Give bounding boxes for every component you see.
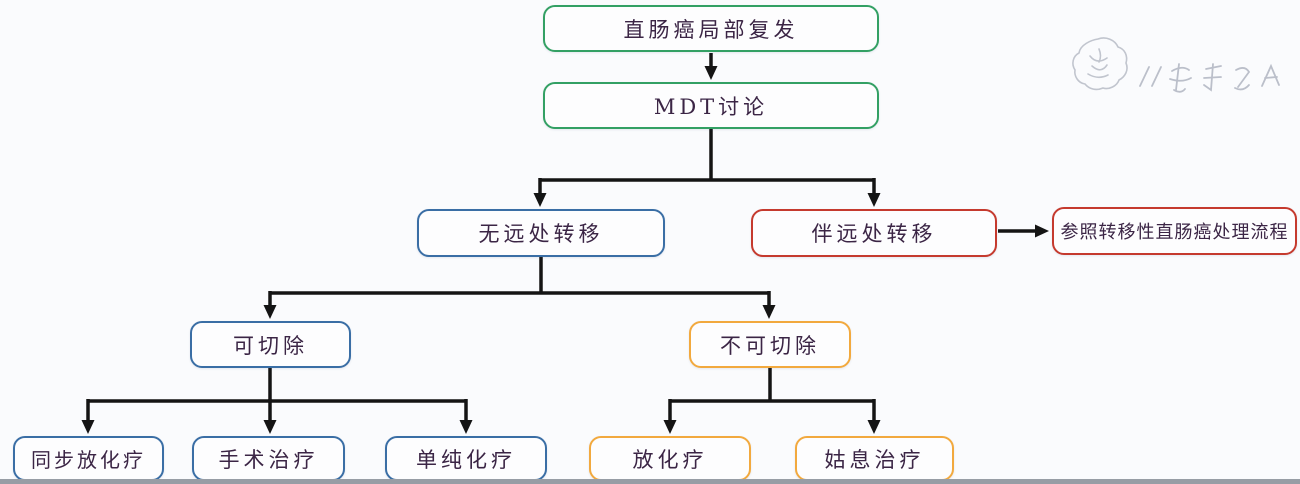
node-unresectable: 不可切除	[689, 321, 851, 368]
hand-drawn-seal-icon	[1072, 37, 1280, 93]
node-refer-metastatic-process: 参照转移性直肠癌处理流程	[1052, 207, 1297, 255]
node-mdt-discussion: MDT讨论	[543, 82, 879, 129]
node-concurrent-chemoradiotherapy: 同步放化疗	[13, 436, 164, 481]
node-chemotherapy-only: 单纯化疗	[385, 436, 547, 481]
node-no-distant-metastasis: 无远处转移	[417, 209, 665, 257]
node-chemoradiotherapy: 放化疗	[589, 436, 751, 481]
node-surgical-treatment: 手术治疗	[192, 436, 345, 481]
node-with-distant-metastasis: 伴远处转移	[751, 209, 997, 257]
node-local-recurrence: 直肠癌局部复发	[543, 5, 879, 52]
bottom-edge-band	[0, 479, 1300, 484]
node-resectable: 可切除	[190, 321, 351, 368]
node-palliative-care: 姑息治疗	[795, 436, 954, 481]
